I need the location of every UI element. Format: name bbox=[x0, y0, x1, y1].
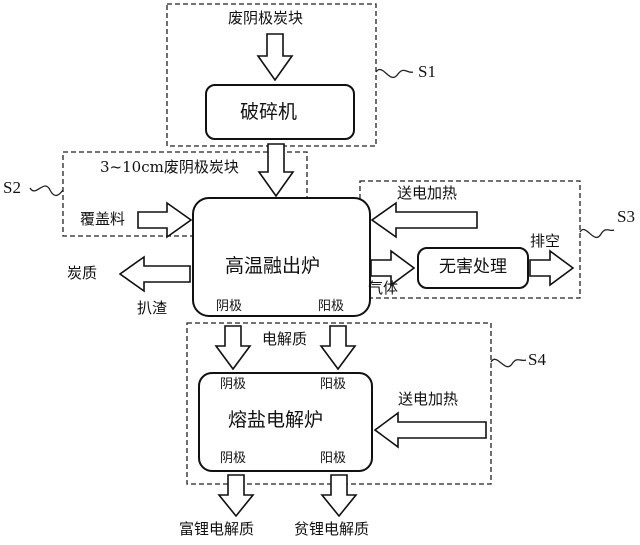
high-temp-furnace-box bbox=[192, 197, 371, 317]
arrow-poor-lithium-output bbox=[320, 474, 358, 518]
electrolysis-furnace-title: 熔盐电解炉 bbox=[228, 409, 324, 431]
s4-leader-line bbox=[490, 358, 527, 368]
gas-label: 气体 bbox=[368, 279, 399, 297]
crusher-box bbox=[205, 84, 355, 140]
electrolyte-label: 电解质 bbox=[262, 330, 308, 348]
gas-treatment-box bbox=[417, 247, 529, 289]
arrow-furnace-to-carbon bbox=[118, 255, 191, 293]
s2-input-label: 3~10cm废阴极炭块 bbox=[100, 158, 239, 176]
electrolysis-furnace-box bbox=[198, 372, 373, 472]
furnace-title: 高温融出炉 bbox=[225, 255, 321, 277]
s2-tag: S2 bbox=[3, 178, 21, 197]
s2-leader-line bbox=[29, 185, 64, 197]
arrow-power-heating-to-electrolysis bbox=[373, 411, 487, 449]
electrolysis-bottom-cathode-label: 阴极 bbox=[220, 451, 247, 466]
s1-tag: S1 bbox=[418, 62, 436, 81]
s2-boundary bbox=[62, 151, 308, 237]
electrolysis-top-anode-label: 阳极 bbox=[320, 377, 347, 392]
s3-tag: S3 bbox=[617, 207, 635, 226]
cover-material-label: 覆盖料 bbox=[80, 210, 126, 228]
furnace-cathode-label: 阴极 bbox=[216, 299, 243, 314]
arrow-treatment-to-exhaust bbox=[529, 249, 575, 287]
treatment-label: 无害处理 bbox=[439, 257, 507, 277]
arrow-power-heating-to-furnace bbox=[370, 201, 478, 239]
arrow-furnace-gas-to-treatment bbox=[370, 249, 416, 287]
electrolysis-bottom-anode-label: 阳极 bbox=[320, 451, 347, 466]
arrow-input-to-crusher bbox=[256, 33, 294, 82]
rich-lithium-electrolyte-label: 富锂电解质 bbox=[179, 520, 255, 538]
s3-power-heating-label: 送电加热 bbox=[397, 184, 458, 202]
s3-leader-line bbox=[579, 229, 615, 238]
exhaust-label: 排空 bbox=[530, 232, 561, 250]
crusher-label: 破碎机 bbox=[240, 101, 298, 123]
s4-power-heating-label: 送电加热 bbox=[398, 390, 459, 408]
carbon-output-label: 炭质 bbox=[67, 264, 98, 282]
arrow-cathode-to-electrolysis bbox=[214, 325, 252, 371]
poor-lithium-electrolyte-label: 贫锂电解质 bbox=[294, 520, 370, 538]
s1-leader-line bbox=[375, 69, 414, 78]
slag-removal-label: 扒渣 bbox=[137, 299, 168, 317]
s1-input-label: 废阴极炭块 bbox=[228, 9, 304, 27]
arrow-crusher-to-furnace bbox=[257, 143, 295, 198]
arrow-rich-lithium-output bbox=[217, 474, 255, 518]
arrow-anode-to-electrolysis bbox=[319, 325, 357, 371]
arrow-cover-material-to-furnace bbox=[137, 201, 193, 239]
furnace-anode-label: 阳极 bbox=[318, 299, 345, 314]
electrolysis-top-cathode-label: 阴极 bbox=[220, 377, 247, 392]
s1-boundary bbox=[166, 3, 377, 147]
s4-tag: S4 bbox=[528, 350, 546, 369]
